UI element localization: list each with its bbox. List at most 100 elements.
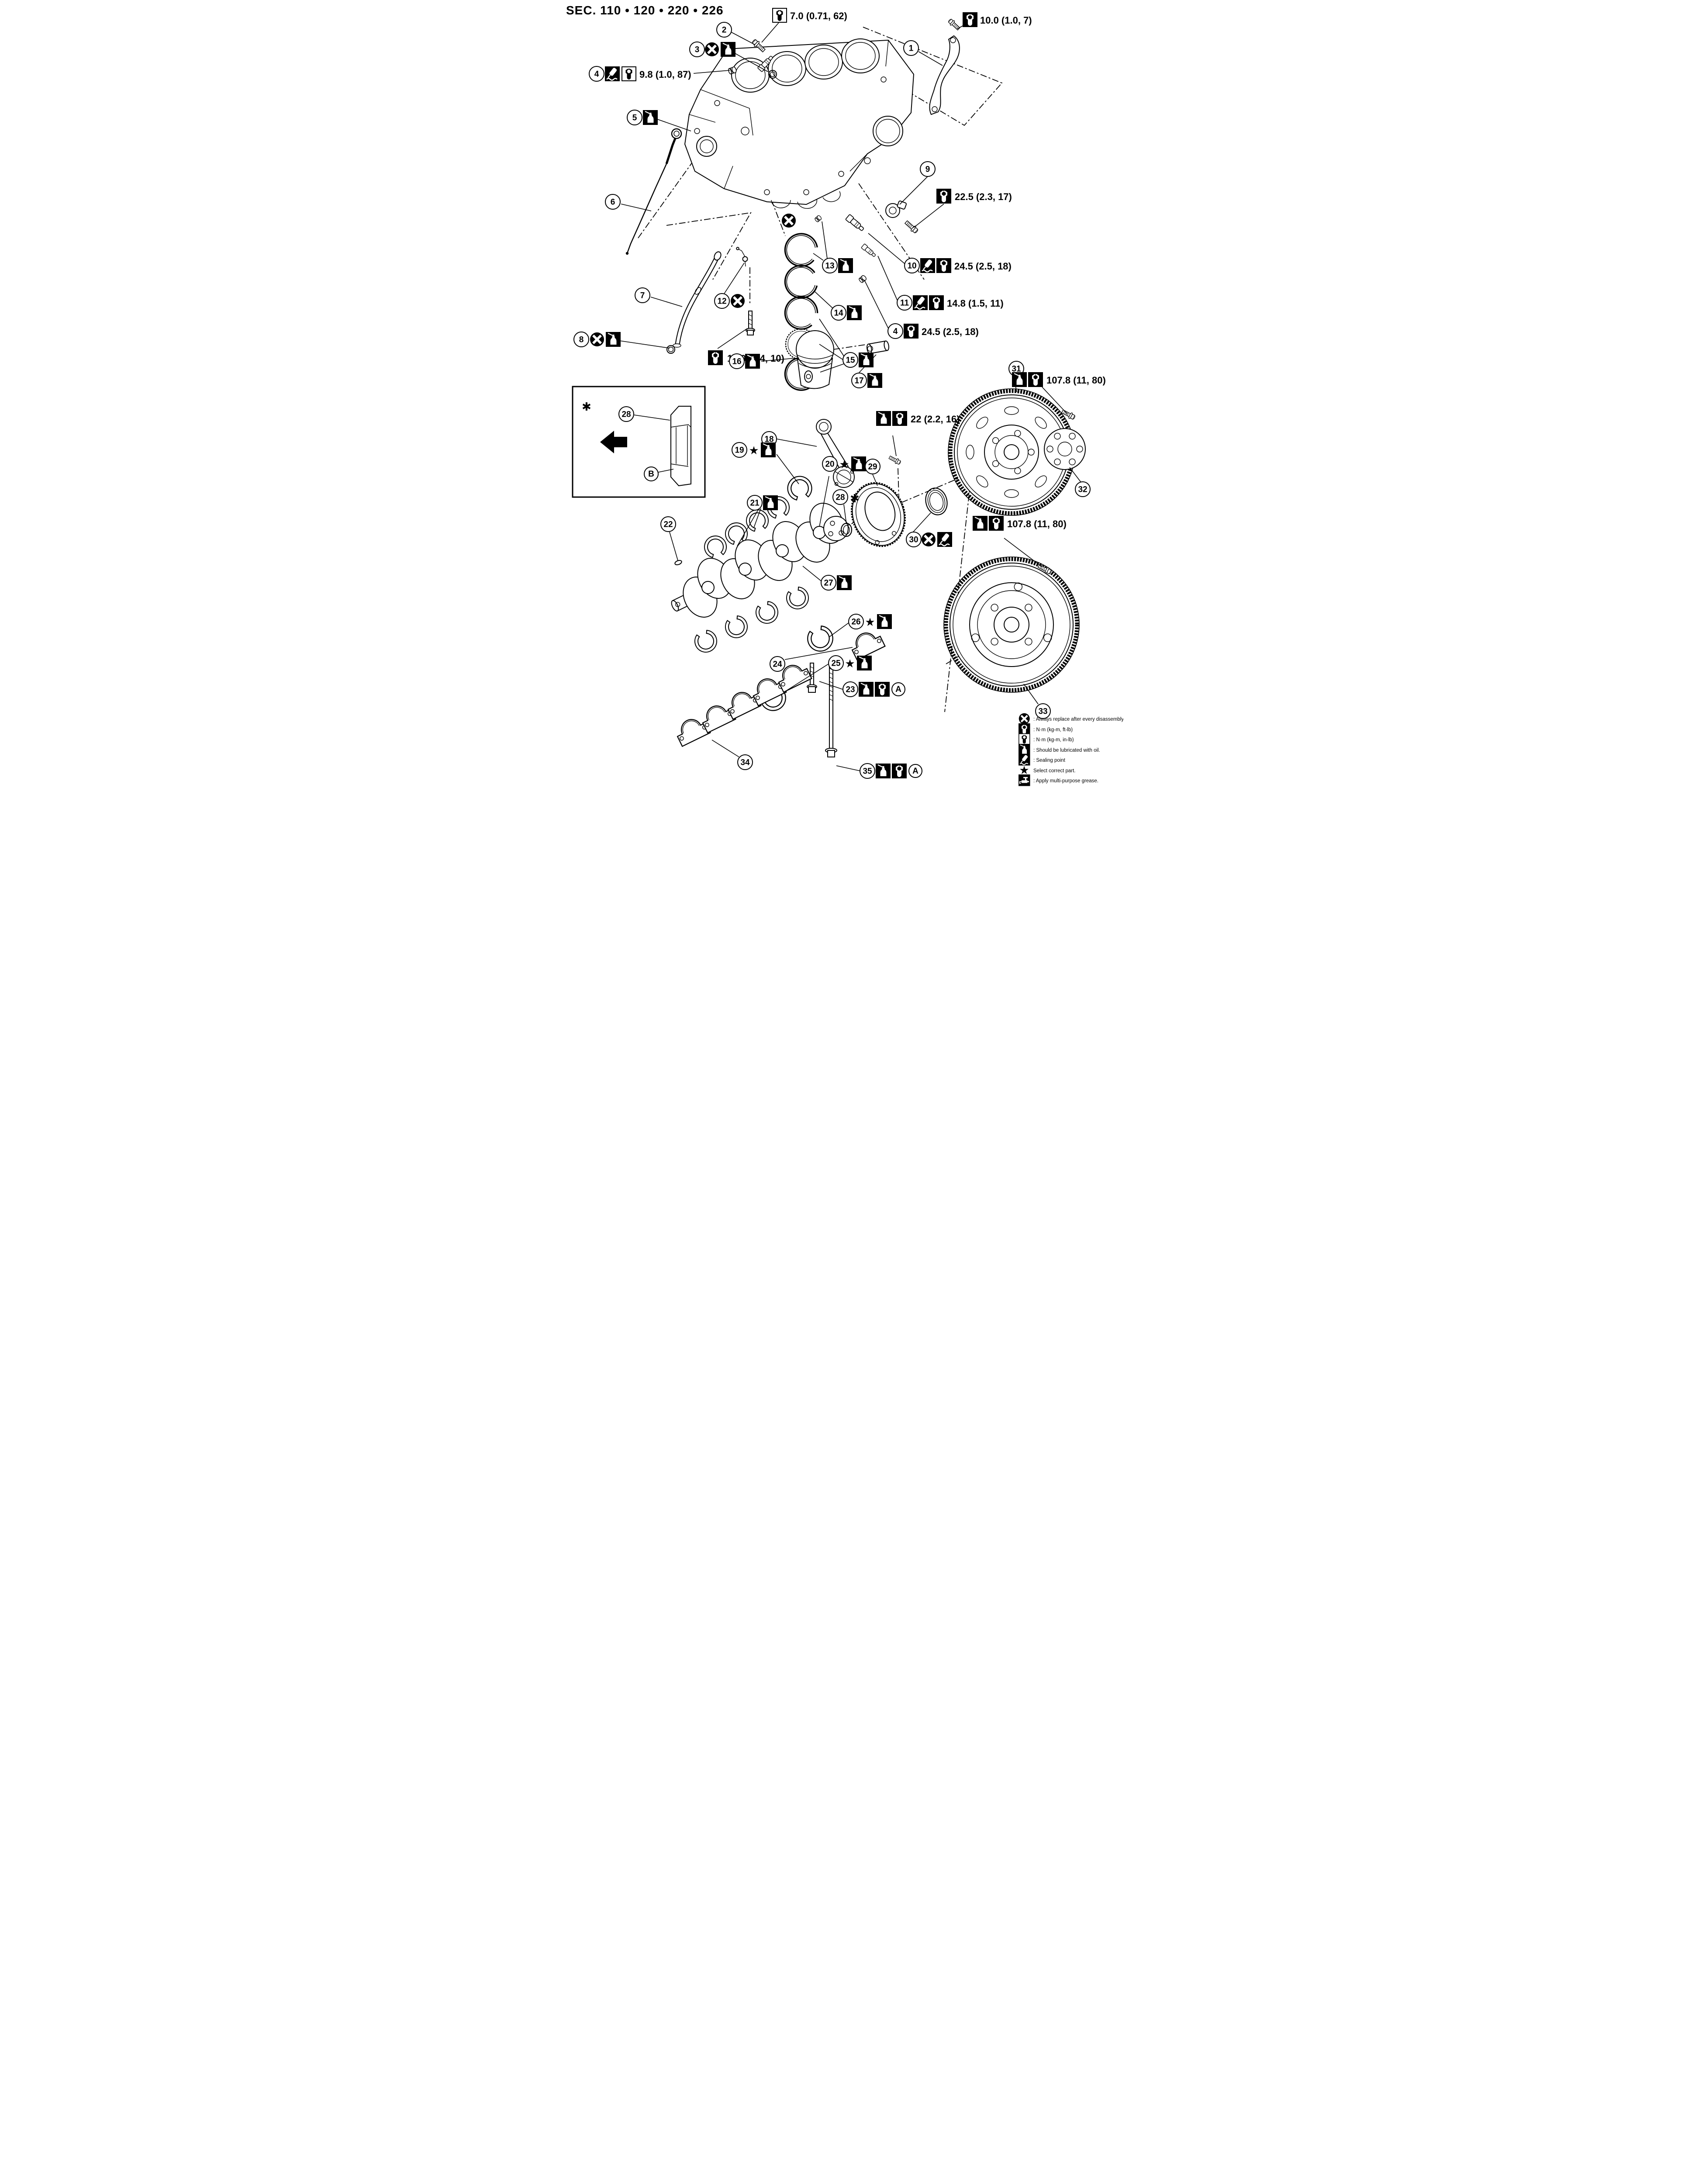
knock-sensor-bolt — [903, 219, 919, 235]
callout-21: 21 — [747, 495, 763, 511]
svg-text:7: 7 — [640, 291, 645, 301]
oil-icon — [836, 574, 853, 591]
torque-24-5-b: 24.5 (2.5, 18) — [922, 326, 979, 337]
oil-icon — [1018, 743, 1031, 756]
callout-1: 1 — [903, 40, 919, 56]
svg-text:23: 23 — [846, 685, 855, 695]
bracket-bolt — [947, 17, 961, 31]
wrench-inlb-icon — [1019, 733, 1030, 745]
wrench-ftlb-icon — [1019, 723, 1030, 735]
callout-26: 26 — [848, 614, 864, 629]
svg-text:: Apply multi-purpose grease.: : Apply multi-purpose grease. — [1033, 778, 1098, 784]
oil-icon — [850, 456, 867, 472]
seal-icon — [604, 66, 621, 82]
svg-text:13: 13 — [825, 262, 834, 271]
engine-block — [684, 38, 915, 209]
svg-text:28: 28 — [622, 410, 631, 419]
oil-icon — [858, 681, 874, 698]
wrench-ftlb-icon — [904, 324, 918, 339]
svg-text:10: 10 — [907, 262, 916, 271]
rear-oil-seal — [925, 487, 948, 515]
callout-24: 24 — [770, 656, 785, 672]
callout-14: 14 — [831, 305, 846, 321]
svg-text:14: 14 — [834, 309, 843, 318]
svg-text:26: 26 — [851, 618, 860, 627]
adapter-plate — [1044, 428, 1086, 470]
knock-sensor — [885, 200, 907, 218]
torque-22-5: 22.5 (2.3, 17) — [955, 191, 1012, 202]
oil-icon — [720, 41, 736, 58]
asterisk-mark: ✱ — [850, 492, 860, 505]
seal-icon — [936, 531, 953, 548]
svg-text:33: 33 — [1038, 707, 1047, 716]
callout-13: 13 — [822, 258, 838, 273]
callout-25: 25 — [828, 655, 844, 671]
svg-text:8: 8 — [579, 335, 584, 345]
oil-jet — [736, 247, 748, 267]
oil-icon — [856, 655, 873, 671]
crankshaft — [671, 503, 849, 618]
svg-text:22: 22 — [663, 520, 673, 529]
legend-row-grease: : Apply multi-purpose grease. — [1018, 774, 1098, 787]
woodruff-key — [674, 560, 682, 566]
oil-icon — [875, 410, 892, 427]
star-icon: ★ — [1019, 764, 1029, 777]
wrench-inlb-icon — [772, 8, 787, 23]
symbol-legend: : Always replace after every disassembly… — [1018, 713, 1123, 787]
callout-3: 3 — [689, 41, 705, 57]
torque-9-8: 9.8 (1.0, 87) — [639, 69, 691, 80]
svg-text:4: 4 — [594, 70, 599, 79]
callout-30: 30 — [906, 532, 922, 547]
oil-icon — [867, 372, 883, 389]
callout-23: 23 — [842, 681, 858, 697]
svg-text:24: 24 — [773, 660, 782, 669]
wrench-ftlb-icon — [936, 189, 951, 204]
torque-7-0: 7.0 (0.71, 62) — [790, 10, 847, 21]
cylinder-bores — [731, 38, 880, 93]
seal-icon — [919, 257, 936, 274]
svg-text:16: 16 — [732, 357, 741, 366]
svg-text:: Sealing point: : Sealing point — [1033, 758, 1066, 763]
oil-icon — [858, 352, 874, 368]
wrench-ftlb-icon — [892, 764, 907, 778]
oil-icon — [1011, 371, 1028, 388]
svg-text:11: 11 — [900, 299, 909, 308]
main-bearing-caps-set — [672, 659, 812, 747]
wrench-ftlb-icon — [892, 411, 907, 426]
long-cap-bolt — [825, 660, 837, 757]
oil-icon — [876, 613, 893, 630]
oil-icon — [875, 763, 891, 779]
engine-exploded-diagram: SEC. 110 • 120 • 220 • 226 — [566, 3, 1123, 787]
grease-icon — [1018, 774, 1031, 787]
oil-icon — [837, 257, 854, 274]
callout-11: 11 — [897, 295, 912, 311]
svg-text:6: 6 — [611, 198, 615, 207]
star-icon: ★ — [839, 458, 849, 471]
svg-text:19: 19 — [735, 446, 744, 455]
svg-text:A: A — [912, 767, 918, 776]
torque-10-0: 10.0 (1.0, 7) — [980, 15, 1032, 26]
rear-seal-bore — [873, 116, 903, 146]
callout-letter-A: A — [891, 682, 905, 696]
direction-arrow-icon — [600, 431, 627, 453]
wrench-ftlb-icon — [929, 295, 944, 310]
svg-text:20: 20 — [825, 460, 834, 469]
callout-8: 8 — [573, 332, 589, 347]
legend-row-inlb: : N·m (kg-m, in-lb) — [1019, 733, 1074, 745]
svg-text:1: 1 — [909, 44, 914, 53]
oil-gallery-plug — [814, 214, 822, 223]
replace-icon — [1019, 713, 1030, 724]
svg-text:29: 29 — [868, 463, 877, 472]
legend-row-oil: : Should be lubricated with oil. — [1018, 743, 1100, 756]
wrench-ftlb-icon — [989, 516, 1004, 531]
svg-text:15: 15 — [846, 356, 855, 365]
block-bolt-holes — [694, 76, 887, 195]
callout-12: 12 — [714, 293, 730, 309]
oil-icon — [846, 304, 863, 321]
callout-16: 16 — [729, 353, 745, 369]
callout-9: 9 — [920, 161, 936, 177]
svg-text:35: 35 — [863, 767, 872, 776]
svg-text:18: 18 — [764, 435, 773, 444]
callout-33: 33 — [1035, 703, 1051, 719]
svg-text:21: 21 — [750, 499, 760, 508]
